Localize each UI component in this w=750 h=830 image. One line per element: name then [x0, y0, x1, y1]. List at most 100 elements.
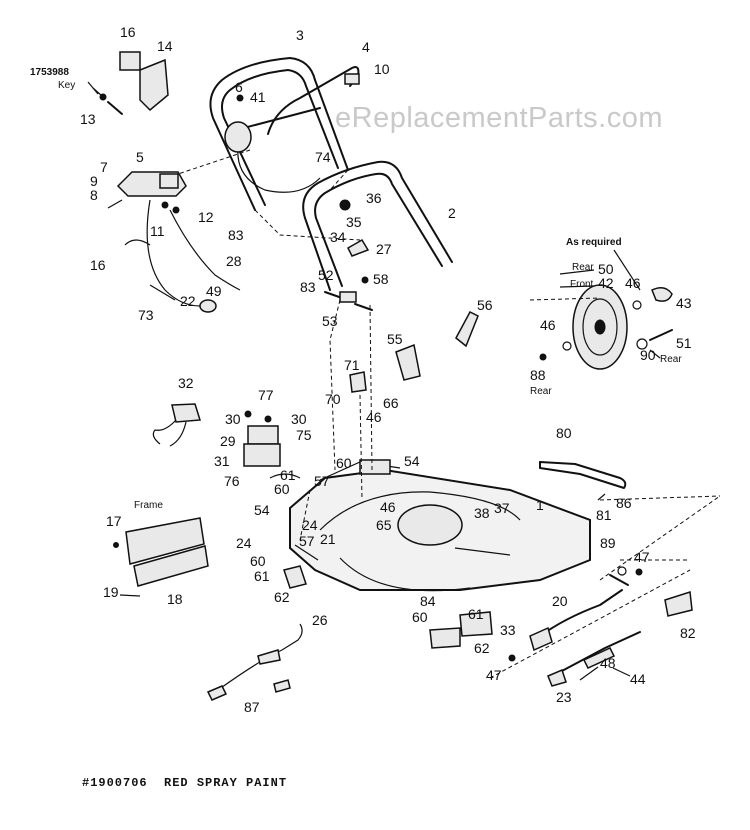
frame-plate-icon [113, 517, 209, 587]
callout-62-a: 62 [274, 589, 290, 605]
callout-74: 74 [315, 149, 331, 165]
callout-32: 32 [178, 375, 194, 391]
switch-housing-icon [107, 171, 187, 214]
callout-60-d: 60 [412, 609, 428, 625]
lower-handle-icon [302, 160, 453, 291]
callout-73: 73 [138, 307, 154, 323]
engine-control-icon [224, 94, 252, 153]
note-rear-50: Rear [572, 262, 594, 273]
callout-22: 22 [180, 293, 196, 309]
callout-83-b: 83 [300, 279, 316, 295]
callout-2: 2 [448, 205, 456, 221]
callout-55: 55 [387, 331, 403, 347]
control-cable-icon [206, 623, 303, 701]
callout-3: 3 [296, 27, 304, 43]
callout-6: 6 [235, 79, 243, 95]
callout-23: 23 [556, 689, 572, 705]
bracket-icon [92, 51, 169, 115]
callout-70: 70 [325, 391, 341, 407]
footer-note: #1900706 RED SPRAY PAINT [82, 776, 288, 790]
control-bail-icon [267, 66, 360, 135]
callout-9: 9 [90, 173, 98, 189]
callout-61-b: 61 [254, 568, 270, 584]
callout-48: 48 [600, 655, 616, 671]
callout-1: 1 [536, 497, 544, 513]
callout-49: 49 [206, 283, 222, 299]
brackets-icon [283, 565, 493, 649]
callout-44: 44 [630, 671, 646, 687]
callout-82: 82 [680, 625, 696, 641]
callout-90: 90 [640, 347, 656, 363]
note-front-42: Front [570, 279, 594, 290]
callout-17: 17 [106, 513, 122, 529]
callout-62-b: 62 [474, 640, 490, 656]
callout-8: 8 [90, 187, 98, 203]
note-as-required: As required [566, 237, 622, 248]
callout-75: 75 [296, 427, 312, 443]
callout-16-top: 16 [120, 24, 136, 40]
wire-harness-icon [124, 199, 241, 313]
callout-61-a: 61 [280, 467, 296, 483]
callout-30-a: 30 [225, 411, 241, 427]
callout-19: 19 [103, 584, 119, 600]
callout-47-left: 47 [486, 667, 502, 683]
callout-24-b: 24 [302, 517, 318, 533]
callout-4: 4 [362, 39, 370, 55]
callout-31: 31 [214, 453, 230, 469]
callout-36: 36 [366, 190, 382, 206]
callout-7: 7 [100, 159, 108, 175]
callout-77: 77 [258, 387, 274, 403]
callout-12: 12 [198, 209, 214, 225]
callout-57-b: 57 [299, 533, 315, 549]
callout-71: 71 [344, 357, 360, 373]
rear-hinge-rod-icon [539, 461, 627, 501]
callout-11: 11 [150, 223, 165, 239]
bolts-icon [324, 276, 373, 311]
callout-14: 14 [157, 38, 173, 54]
callout-34: 34 [330, 229, 346, 245]
callout-43: 43 [676, 295, 692, 311]
assembly-lines [299, 297, 690, 561]
wheel-icon [539, 284, 673, 370]
callout-60-c: 60 [250, 553, 266, 569]
note-frame: Frame [134, 500, 163, 511]
callout-24-a: 24 [236, 535, 252, 551]
callout-60-b: 60 [274, 481, 290, 497]
callout-54-a: 54 [404, 453, 420, 469]
callout-47-right: 47 [634, 549, 650, 565]
callout-10: 10 [374, 61, 390, 77]
upper-handle-icon [159, 57, 361, 241]
callout-labels: 1 2 3 4 5 6 7 8 9 10 11 12 13 14 16 16 1… [80, 24, 696, 715]
callout-52: 52 [318, 267, 334, 283]
callout-89: 89 [600, 535, 616, 551]
callout-88: 88 [530, 367, 546, 383]
callout-21: 21 [320, 531, 336, 547]
callout-30-b: 30 [291, 411, 307, 427]
callout-26: 26 [312, 612, 328, 628]
callout-13: 13 [80, 111, 96, 127]
callout-76: 76 [224, 473, 240, 489]
callout-28: 28 [226, 253, 242, 269]
cable-icon [237, 134, 321, 193]
callout-29: 29 [220, 433, 236, 449]
callout-81: 81 [596, 507, 612, 523]
callout-46-deck: 46 [380, 499, 396, 515]
rear-door-icon [489, 495, 721, 687]
callout-83-a: 83 [228, 227, 244, 243]
callout-84: 84 [420, 593, 436, 609]
ignition-coil-icon [152, 403, 201, 447]
callout-46-wheel: 46 [625, 275, 641, 291]
note-key-word: Key [58, 80, 75, 91]
callout-33: 33 [500, 622, 516, 638]
mower-deck-icon [289, 459, 591, 592]
callout-27: 27 [376, 241, 392, 257]
note-rear-88: Rear [530, 386, 552, 397]
callout-54-b: 54 [254, 502, 270, 518]
callout-86: 86 [616, 495, 632, 511]
callout-35: 35 [346, 214, 362, 230]
watermark: eReplacementParts.com [335, 102, 664, 134]
callout-53: 53 [322, 313, 338, 329]
callout-46-mid: 46 [366, 409, 382, 425]
callout-60-a: 60 [336, 455, 352, 471]
